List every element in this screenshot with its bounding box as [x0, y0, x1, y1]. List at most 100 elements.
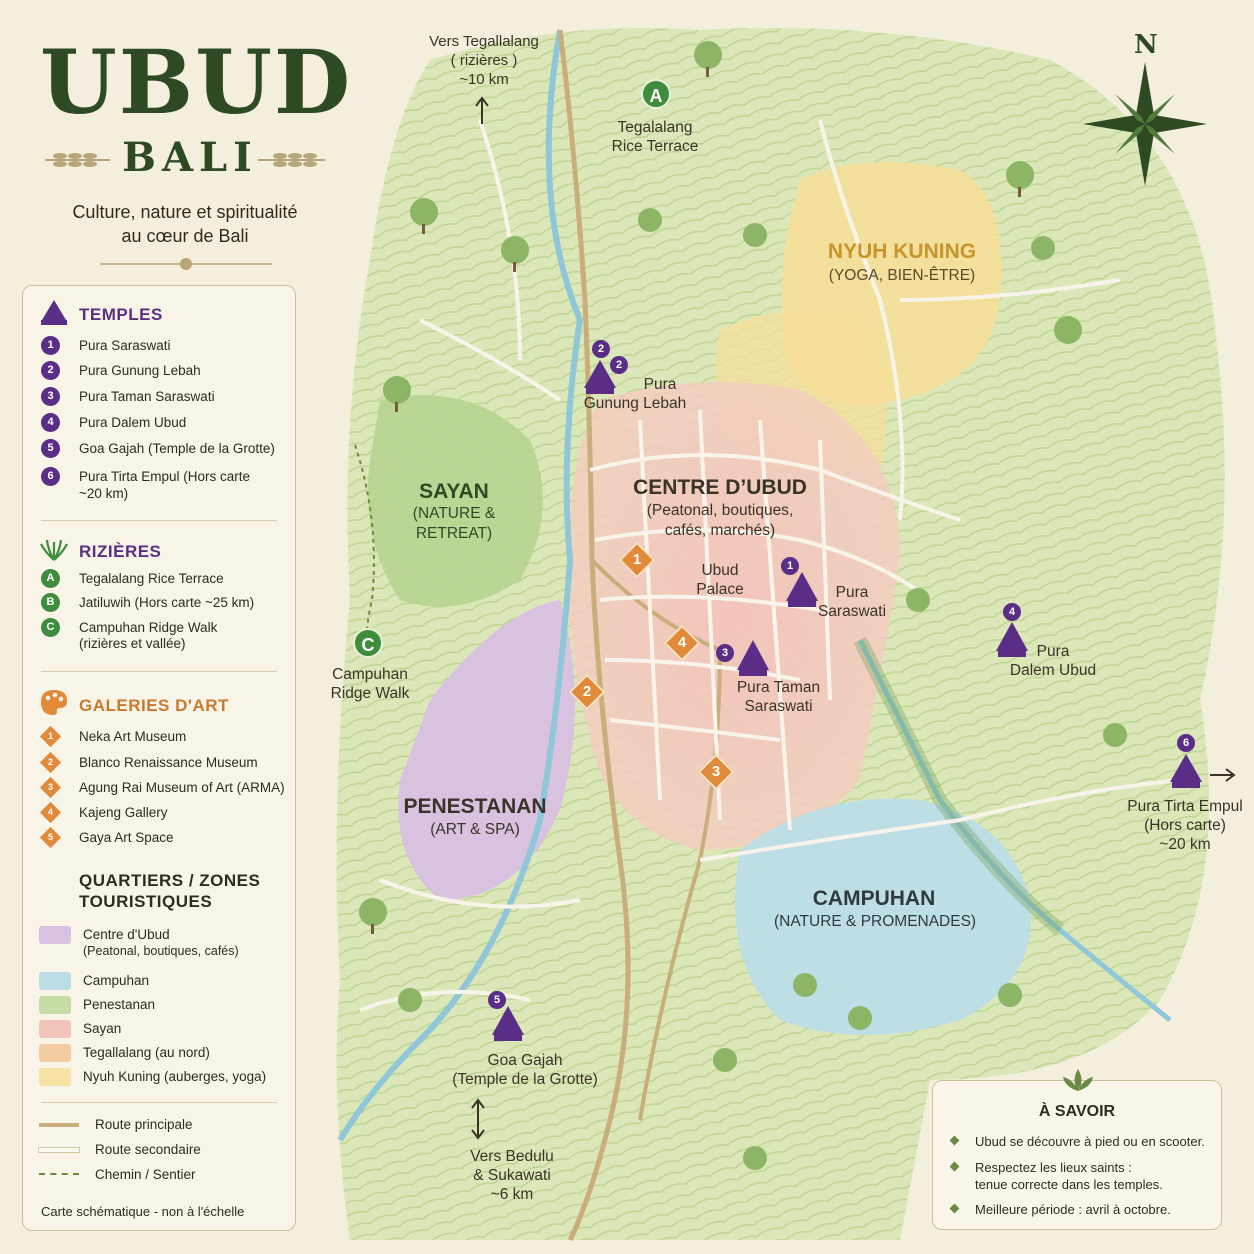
legend-zone-label: Nyuh Kuning (auberges, yoga) [83, 1069, 267, 1084]
place-label: Campuhan [332, 666, 408, 683]
info-text: Meilleure période : avril à octobre. [975, 1202, 1171, 1217]
legend-gallery-item: 4 Kajeng Gallery [23, 801, 293, 824]
zone-swatch [39, 996, 71, 1014]
place-label: Goa Gajah [487, 1052, 563, 1069]
zone-sayan-sub-1: (NATURE & [412, 505, 496, 522]
temple-badge: 2 [41, 361, 60, 380]
place-label: Saraswati [744, 698, 813, 715]
legend-rice-heading: RIZIÈRES [79, 542, 162, 561]
gallery-badge: 1 [39, 725, 62, 748]
place-tegalalang[interactable]: Tegalalang Rice Terrace [595, 118, 715, 156]
place-label: Gunung Lebah [583, 395, 687, 412]
gallery-badge: 5 [39, 826, 62, 849]
arrow-east [1210, 768, 1236, 782]
temple-pin[interactable]: 2 [592, 340, 610, 358]
temple-pin[interactable]: 1 [781, 557, 799, 575]
legend-gallery-label: Neka Art Museum [79, 729, 187, 744]
legend-temple-item: 2 Pura Gunung Lebah [23, 360, 293, 382]
info-text-2: tenue correcte dans les temples. [975, 1177, 1163, 1192]
temple-badge: 1 [41, 336, 60, 355]
legend-temple-label: Pura Tirta Empul (Hors carte [79, 469, 251, 484]
legend-zone-label-2: (Peatonal, boutiques, cafés) [83, 944, 239, 958]
temple-pin[interactable]: 6 [1177, 734, 1195, 752]
palette-icon [41, 690, 67, 715]
legend-temple-label: Pura Gunung Lebah [79, 363, 201, 378]
rice-badge: C [41, 618, 60, 637]
gallery-badge: 4 [39, 801, 62, 824]
bullet [949, 1135, 960, 1146]
temple-icons [492, 360, 1202, 1041]
zone-swatch [39, 1020, 71, 1038]
legend-road-item: Route secondaire [23, 1139, 293, 1161]
temple-pin[interactable]: 5 [488, 991, 506, 1009]
zone-campuhan-title: CAMPUHAN [812, 887, 936, 910]
title-laurel [45, 153, 325, 270]
info-title: À SAVOIR [1038, 1103, 1116, 1120]
legend-zone-item: Centre d'Ubud (Peatonal, boutiques, café… [23, 924, 293, 962]
legend-temple-label: Pura Taman Saraswati [79, 389, 215, 404]
place-gunung-lebah[interactable]: Pura Gunung Lebah [580, 375, 690, 413]
legend-rice-item: A Tegalalang Rice Terrace [23, 568, 293, 590]
direction-south: Vers Bedulu & Sukawati ~6 km [452, 1147, 572, 1204]
app-subtitle: BALI [122, 134, 258, 181]
direction-label: & Sukawati [473, 1167, 551, 1184]
legend-road-label: Route secondaire [95, 1142, 201, 1157]
zone-sayan-title: SAYAN [419, 480, 489, 503]
legend-temple-item: 3 Pura Taman Saraswati [23, 386, 293, 408]
rice-pin-a[interactable]: A [641, 79, 671, 109]
place-tirta-empul[interactable]: Pura Tirta Empul (Hors carte) ~20 km [1122, 797, 1248, 854]
place-label: Ubud [701, 562, 739, 579]
legend-gallery-item: 5 Gaya Art Space [23, 826, 293, 849]
direction-label: ~10 km [459, 71, 509, 88]
zone-sayan-sub-2: RETREAT) [415, 525, 493, 542]
legend-temples-heading: TEMPLES [79, 305, 163, 324]
legend-temple-label: Pura Saraswati [79, 338, 171, 353]
legend-gallery-label: Blanco Renaissance Museum [79, 755, 258, 770]
zone-centre-sub-2: cafés, marchés) [664, 522, 776, 539]
divider [41, 671, 277, 672]
temple-badge: 5 [41, 439, 60, 458]
arrow-north [475, 96, 489, 124]
place-label: Pura Taman [736, 679, 821, 696]
legend-rice-label: Jatiluwih (Hors carte ~25 km) [79, 595, 255, 610]
temple-pin[interactable]: 3 [716, 644, 734, 662]
rice-plant-icon [40, 539, 68, 561]
zone-penestanan-title: PENESTANAN [403, 795, 547, 818]
temple-pin[interactable]: 2 [610, 356, 628, 374]
place-label: Tegalalang [617, 119, 693, 136]
arrow-south [471, 1098, 485, 1140]
trail-swatch [39, 1173, 79, 1175]
legend-gallery-label: Kajeng Gallery [79, 805, 168, 820]
place-ubud-palace[interactable]: Ubud Palace [680, 561, 760, 599]
legend-zone-label: Sayan [83, 1021, 122, 1036]
place-label: Ridge Walk [330, 685, 410, 702]
zone-centre-area [567, 382, 900, 850]
temple-pin[interactable]: 4 [1003, 603, 1021, 621]
main-road-swatch [39, 1123, 79, 1127]
legend-rice-label: Tegalalang Rice Terrace [79, 571, 224, 586]
legend-rice-label: Campuhan Ridge Walk [79, 620, 218, 635]
zone-nyuh-kuning-title: NYUH KUNING [827, 240, 977, 263]
place-pura-saraswati[interactable]: Pura Saraswati [812, 583, 892, 621]
place-campuhan-ridge[interactable]: Campuhan Ridge Walk [320, 665, 420, 703]
legend-zones-heading-2: TOURISTIQUES [79, 892, 213, 911]
place-label: (Hors carte) [1144, 817, 1226, 834]
legend-zone-label: Penestanan [83, 997, 156, 1012]
legend-road-label: Route principale [95, 1117, 193, 1132]
place-taman-saraswati[interactable]: Pura Taman Saraswati [726, 678, 831, 716]
legend-road-item: Route principale [23, 1114, 293, 1136]
main-road [557, 29, 631, 1242]
zone-campuhan-sub: (NATURE & PROMENADES) [774, 913, 977, 930]
legend-gallery-label: Agung Rai Museum of Art (ARMA) [79, 780, 285, 795]
legend-temple-item: 4 Pura Dalem Ubud [23, 412, 293, 434]
legend-zone-item: Campuhan [23, 970, 293, 992]
secondary-road-swatch [38, 1147, 80, 1153]
tagline-line-2: au cœur de Bali [121, 226, 249, 246]
rice-pin-c[interactable]: C [353, 628, 383, 658]
place-goa-gajah[interactable]: Goa Gajah (Temple de la Grotte) [450, 1051, 600, 1089]
legend-gallery-item: 1 Neka Art Museum [23, 725, 293, 748]
legend-road-label: Chemin / Sentier [95, 1167, 196, 1182]
place-dalem-ubud[interactable]: Pura Dalem Ubud [1002, 642, 1104, 680]
legend-rice-label-2: (rizières et vallée) [79, 636, 186, 651]
